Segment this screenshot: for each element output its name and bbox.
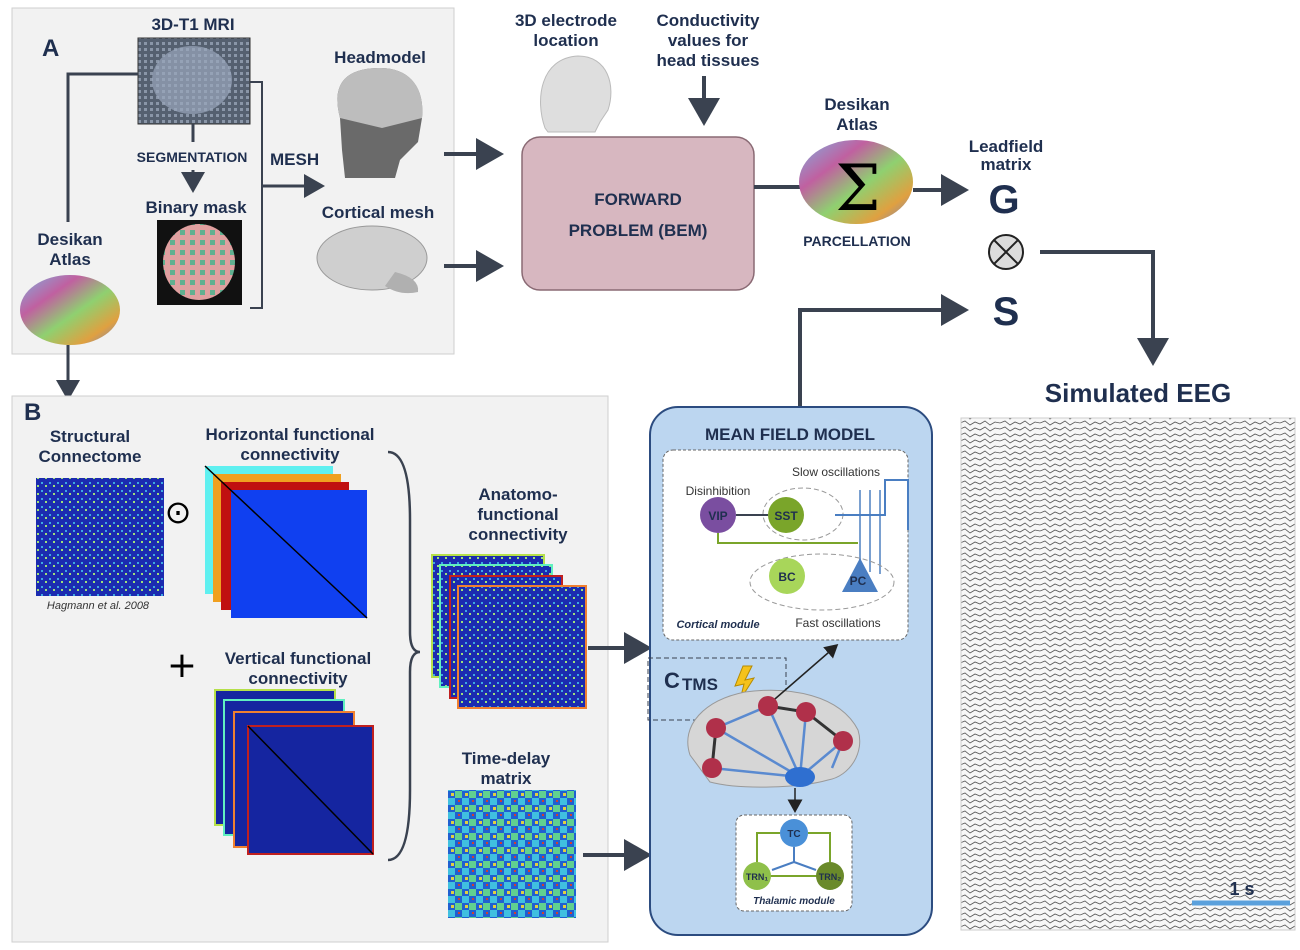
network-node-3	[796, 702, 816, 722]
forward-line1: FORWARD	[594, 190, 682, 209]
scale-bar-label: 1 s	[1229, 879, 1254, 899]
binary-mask-brain	[163, 224, 235, 300]
arrow-brain-cortical	[767, 644, 839, 706]
tms-lightning-icon	[734, 665, 756, 701]
vip-label: VIP	[708, 509, 727, 523]
headmodel-scalp	[337, 68, 423, 128]
cortical-mesh-label: Cortical mesh	[322, 203, 434, 222]
structural-line1: Structural	[50, 427, 130, 446]
mean-field-title: MEAN FIELD MODEL	[705, 425, 875, 444]
pc-feedback-loop	[835, 479, 909, 530]
otimes-cross-2	[993, 239, 1019, 265]
fast-oscillations-label: Fast oscillations	[795, 616, 880, 630]
thalamic-links	[756, 832, 831, 877]
vertical-line1: Vertical functional	[225, 649, 371, 668]
mesh-bracket	[250, 81, 263, 309]
fast-oscillation-loop	[749, 553, 895, 611]
network-node-4	[833, 731, 853, 751]
anatomo-line1: Anatomo-	[478, 485, 557, 504]
trn1-label: TRN₁	[746, 872, 768, 882]
trn2-node	[816, 862, 844, 890]
electrode-line2: location	[533, 31, 598, 50]
segmentation-label: SEGMENTATION	[137, 149, 248, 165]
odot-symbol: ⊙	[165, 493, 192, 531]
structural-line2: Connectome	[39, 447, 142, 466]
network-node-1	[706, 718, 726, 738]
electrode-head-image	[540, 55, 612, 133]
timedelay-matrix	[448, 790, 576, 918]
cortical-mesh-cerebellum	[385, 272, 419, 294]
network-node-5	[702, 758, 722, 778]
disinhibition-label: Disinhibition	[686, 484, 751, 498]
thalamic-module-label: Thalamic module	[753, 896, 835, 907]
network-node-2	[758, 696, 778, 716]
sst-node	[768, 497, 804, 533]
desikan-a-brain	[20, 275, 120, 345]
connectivity-brace	[387, 450, 421, 862]
thalamus-node	[785, 767, 815, 787]
mesh-label: MESH	[270, 150, 319, 169]
timedelay-line2: matrix	[480, 769, 532, 788]
sst-label: SST	[774, 509, 798, 523]
anatomo-line3: connectivity	[468, 525, 568, 544]
desikan-b-line2: Atlas	[836, 115, 878, 134]
anatomo-line2: functional	[477, 505, 558, 524]
timedelay-line1: Time-delay	[462, 749, 551, 768]
horizontal-line1: Horizontal functional	[205, 425, 374, 444]
horizontal-diagonal	[204, 465, 368, 619]
vertical-diagonal	[247, 725, 374, 855]
cortical-module-label: Cortical module	[676, 619, 759, 631]
conductivity-line2: values for	[668, 31, 749, 50]
arrow-meanfield-s	[798, 294, 969, 407]
vip-node	[700, 497, 736, 533]
leadfield-line2: matrix	[980, 155, 1032, 174]
cortical-module-box	[662, 449, 909, 641]
electrode-line1: 3D electrode	[515, 11, 617, 30]
binary-mask-label: Binary mask	[145, 198, 247, 217]
desikan-a-line1: Desikan	[37, 230, 102, 249]
vertical-line2: connectivity	[248, 669, 348, 688]
c-letter: C	[664, 668, 680, 693]
pc-node	[842, 558, 878, 592]
conductivity-line3: head tissues	[657, 51, 760, 70]
headmodel-label: Headmodel	[334, 48, 426, 67]
horizontal-line2: connectivity	[240, 445, 340, 464]
forward-line2: PROBLEM (BEM)	[569, 221, 708, 240]
simulated-eeg-traces	[960, 417, 1296, 931]
arrow-product-eeg	[1040, 250, 1169, 366]
bc-node	[769, 558, 805, 594]
tc-label: TC	[787, 829, 800, 840]
pc-label: PC	[850, 574, 867, 588]
anatomo-layer-4	[457, 585, 587, 709]
desikan-b-brain	[799, 140, 913, 224]
forward-problem-box	[521, 136, 755, 291]
mri-head-shape	[152, 46, 232, 114]
arrow-mri-desikan	[66, 72, 138, 222]
green-feedback-line	[717, 533, 858, 544]
thalamic-blue-links	[771, 847, 817, 871]
s-symbol: S	[993, 290, 1020, 334]
sigma-symbol: Σ	[835, 152, 880, 226]
tc-node	[780, 819, 808, 847]
panel-b-letter: B	[24, 399, 41, 426]
tms-label: TMS	[682, 675, 718, 694]
trn2-label: TRN₂	[819, 872, 842, 882]
simulated-eeg-title: Simulated EEG	[1045, 378, 1231, 408]
bc-label: BC	[778, 570, 796, 584]
trn1-node	[743, 862, 771, 890]
desikan-b-line1: Desikan	[824, 95, 889, 114]
pc-dendrite	[859, 490, 881, 574]
conductivity-line1: Conductivity	[657, 11, 760, 30]
g-symbol: G	[988, 178, 1019, 222]
hagmann-citation: Hagmann et al. 2008	[47, 600, 150, 612]
parcellation-label: PARCELLATION	[803, 233, 911, 249]
slow-oscillations-label: Slow oscillations	[792, 465, 880, 479]
leadfield-line1: Leadfield	[969, 137, 1044, 156]
structural-connectome-matrix	[36, 478, 164, 596]
desikan-a-line2: Atlas	[49, 250, 91, 269]
plus-symbol: +	[167, 645, 197, 686]
mri-title: 3D-T1 MRI	[151, 15, 234, 34]
panel-a-letter: A	[42, 35, 59, 62]
